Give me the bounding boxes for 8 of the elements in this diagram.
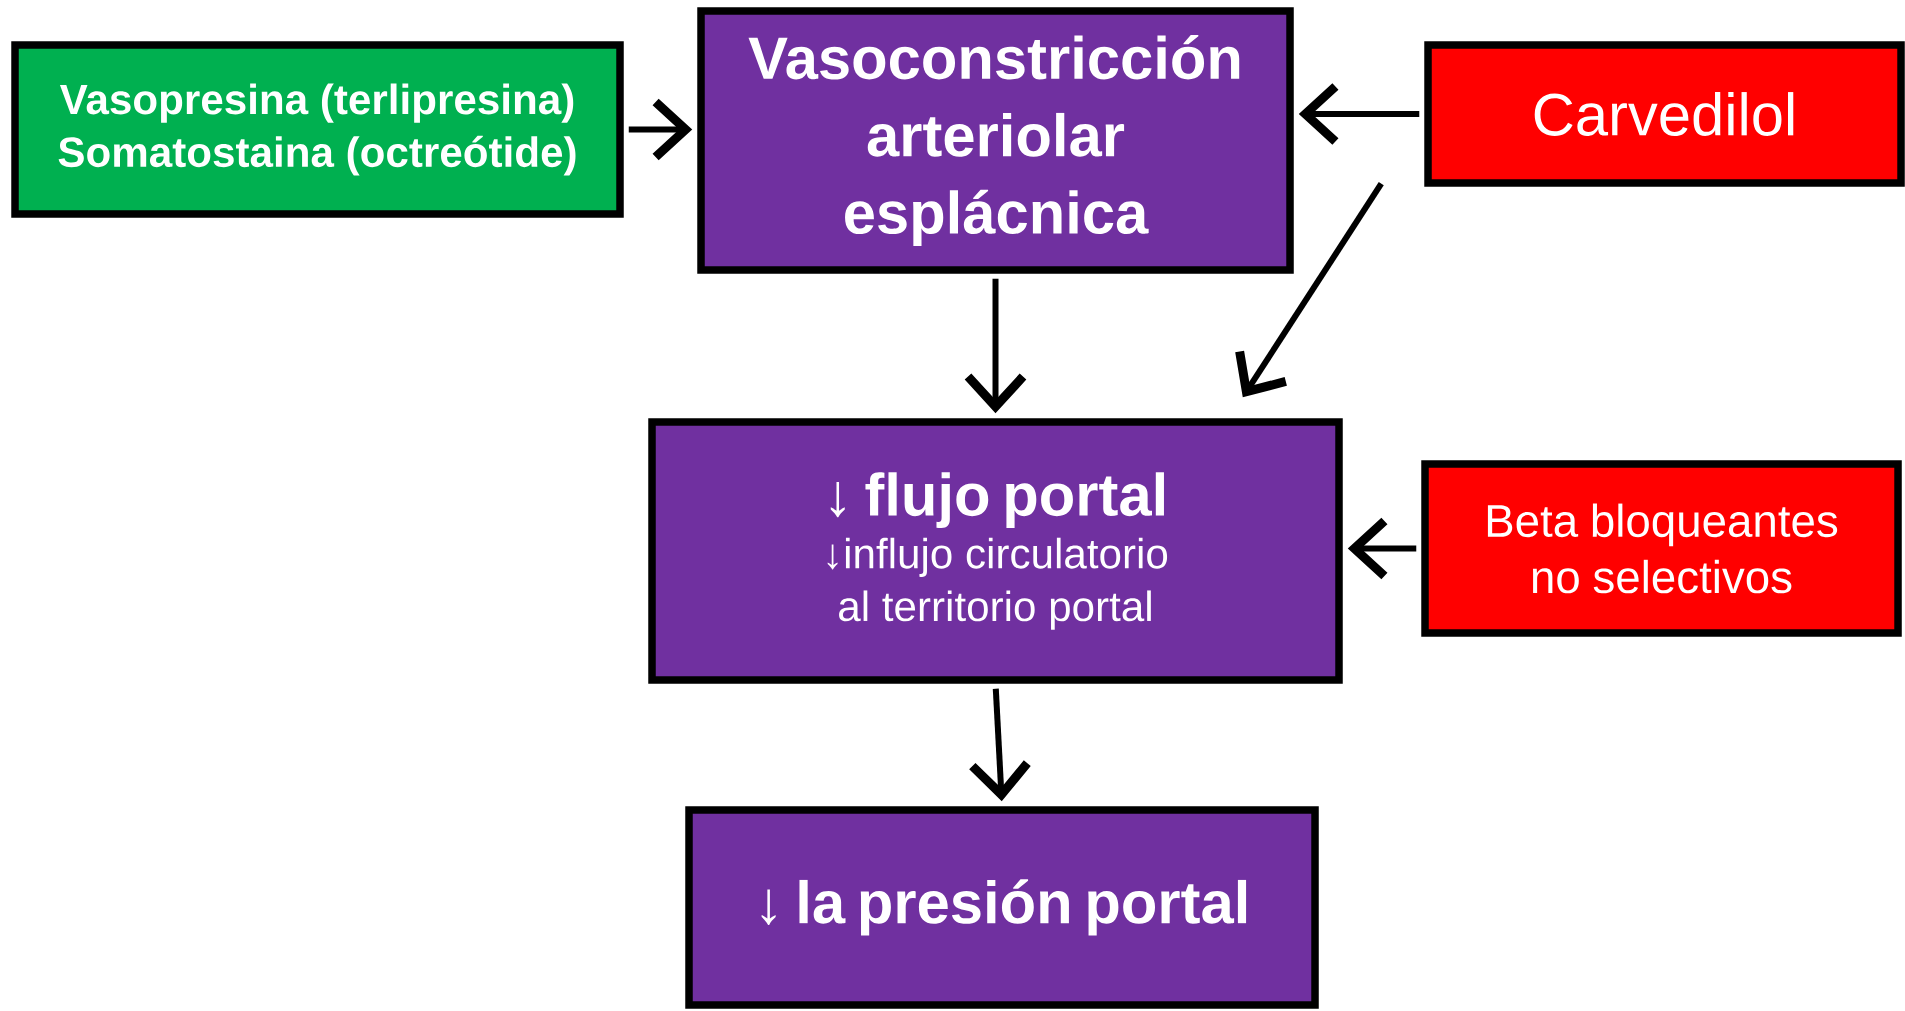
treatment-box: Carvedilol xyxy=(1424,41,1905,187)
treatment-box: Beta bloqueantes no selectivos xyxy=(1421,460,1902,637)
process-box: ↓ flujo portal ↓influjo circulatorio al territorio portal xyxy=(648,418,1343,684)
treatment-box: Vasopresina (terlipresina) Somatostaina (octreótide) xyxy=(11,41,624,218)
process-box: ↓ la presión portal xyxy=(685,806,1319,1009)
process-box: Vasoconstricción arteriolar esplácnica xyxy=(697,7,1294,274)
arrow xyxy=(964,278,1027,414)
arrow xyxy=(1235,182,1384,398)
